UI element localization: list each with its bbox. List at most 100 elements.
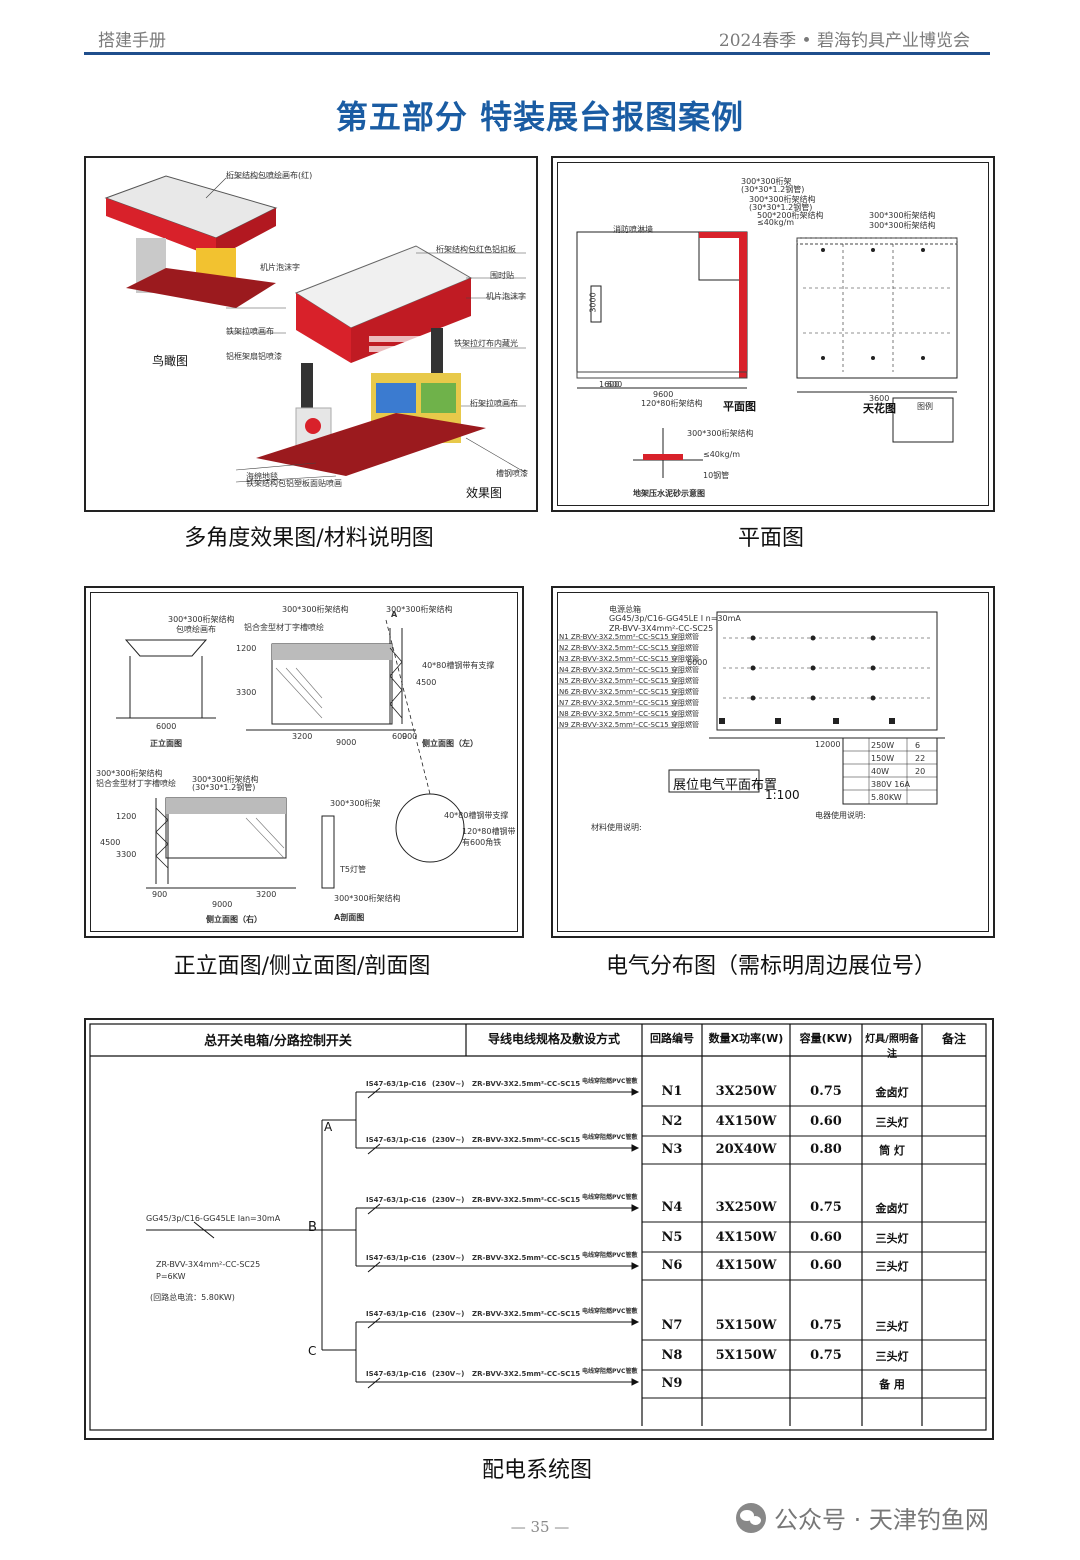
header-left: 搭建手册 (98, 31, 166, 51)
watermark-text: 公众号 · 天津钓鱼网 (774, 1506, 989, 1534)
elec-label: 材料使用说明: (591, 823, 642, 832)
elevation-sketch (116, 619, 465, 889)
branch-label: B (308, 1220, 317, 1235)
booth-render (104, 175, 527, 483)
arrow-mark (631, 1088, 640, 1096)
switch-mark (367, 1261, 381, 1273)
caption-plan: 平面图 (737, 526, 804, 551)
plan-label: 300*300桁架结构 (869, 211, 936, 220)
dist-cell-n: N6 (661, 1258, 683, 1273)
elev-label: 正立面图 (150, 739, 182, 748)
elec-label: N4 ZR-BVV-3X2.5mm²-CC-SC15 穿阻燃管 (559, 666, 699, 674)
elec-label: 380V 16A (871, 780, 910, 789)
dist-cell-kw: 0.75 (810, 1200, 842, 1215)
dist-cell-qty: 3X250W (715, 1084, 777, 1099)
elec-label: N3 ZR-BVV-3X2.5mm²-CC-SC15 穿阻燃管 (559, 655, 699, 663)
switch-mark (367, 1203, 381, 1215)
elec-label: GG45/3p/C16-GG45LE I n=30mA (609, 614, 741, 623)
distribution-diagram: 总开关电箱/分路控制开关 导线电线规格及敷设方式 回路编号 数量X功率(W) 容… (84, 1018, 994, 1440)
elev-label: 300*300桁架结构 (96, 769, 163, 778)
elev-label: 300*300桁架 (330, 799, 381, 808)
feeder-breaker: IS47-63/1p-C16 (366, 1196, 427, 1204)
dist-cell-qty: 5X150W (715, 1348, 777, 1363)
dist-header: 备注 (941, 1032, 966, 1046)
plan-label: 天花图 (863, 402, 896, 415)
elec-label: 1:100 (765, 788, 800, 802)
caption-distribution: 配电系统图 (481, 1458, 592, 1483)
elevation-drawing: 300*300桁架结构 300*300桁架结构 300*300桁架结构 包喷绘画… (84, 586, 524, 938)
feeder-voltage: (230V~) (432, 1196, 465, 1204)
plan-label: 地架压水泥砂示意图 (633, 489, 705, 498)
watermark: 公众号 · 天津钓鱼网 (736, 1500, 989, 1535)
elev-label: 900 (152, 890, 168, 899)
dist-cell-lamp: 三头灯 (875, 1260, 909, 1273)
elev-label: A剖面图 (334, 913, 365, 922)
dist-header: 回路编号 (650, 1032, 694, 1045)
plan-label: (30*30*1.2钢管) (749, 203, 813, 212)
arrow-mark (631, 1262, 640, 1270)
plan-label: 10钢管 (703, 471, 730, 480)
switch-mark (367, 1317, 381, 1329)
elev-label: 120*80槽钢带有600角铁 (462, 827, 516, 847)
elev-label: 3300 (116, 850, 137, 859)
dist-cell-kw: 0.75 (810, 1348, 842, 1363)
dist-cell-qty: 20X40W (715, 1142, 777, 1157)
arrow-mark (631, 1318, 640, 1326)
elec-label: 电源总箱 (609, 605, 641, 614)
feeder-conduit: 电线穿阻燃PVC管敷 (582, 1134, 638, 1141)
elev-label: T5灯管 (340, 865, 366, 874)
header-right: 2024春季 • 碧海钓具产业博览会 (718, 31, 970, 51)
elev-label: 1200 (236, 644, 257, 653)
elev-label: 1200 (116, 812, 137, 821)
plan-label: 300*300桁架 (741, 177, 792, 186)
header-divider (84, 52, 990, 55)
plan-label: 消防喷淋墙 (613, 225, 653, 234)
elev-label: 铝合金型材丁字槽喷绘 (96, 779, 176, 788)
effect-label: 效果图 (466, 486, 503, 500)
dist-cell-lamp: 三头灯 (875, 1232, 909, 1245)
effect-label: 槽钢喷漆 (496, 469, 528, 478)
plan-label: 图例 (917, 402, 933, 411)
elev-label: 300*300桁架结构 (192, 775, 259, 784)
dist-header: 总开关电箱/分路控制开关 (204, 1034, 352, 1049)
dist-cell-kw: 0.60 (810, 1114, 842, 1129)
dist-cell-lamp: 金卤灯 (875, 1086, 909, 1099)
elec-label: 6 (915, 741, 921, 750)
elec-label: 5.80KW (871, 793, 902, 802)
elev-label: 300*300桁架结构 (334, 894, 401, 903)
elec-label: N7 ZR-BVV-3X2.5mm²-CC-SC15 穿阻燃管 (559, 699, 699, 707)
caption-electrical: 电气分布图（需标明周边展位号） (605, 954, 936, 979)
effect-label: 桁架结构包喷绘画布(红) (226, 171, 313, 180)
caption-elevation: 正立面图/侧立面图/剖面图 (173, 954, 431, 979)
elec-label: 20 (915, 767, 926, 776)
elev-label: 40*80槽钢带支撑 (444, 811, 509, 820)
elec-label: N6 ZR-BVV-3X2.5mm²-CC-SC15 穿阻燃管 (559, 688, 699, 696)
distribution-svg (89, 1023, 987, 1431)
branch-label: C (308, 1344, 317, 1358)
elev-label: 9000 (336, 738, 357, 747)
dist-cell-lamp: 金卤灯 (875, 1202, 909, 1215)
elev-label: 3300 (236, 688, 257, 697)
plan-label: 600 (607, 380, 623, 389)
elev-label: 4500 (416, 678, 437, 687)
elec-label: 150W (871, 754, 895, 763)
feeder-conduit: 电线穿阻燃PVC管敷 (582, 1252, 638, 1259)
plan-label: ≤40kg/m (703, 450, 741, 459)
plan-label: 300*300桁架结构 (749, 195, 816, 204)
dist-cell-kw: 0.75 (810, 1084, 842, 1099)
elev-label: 侧立面图（右） (206, 915, 262, 924)
elev-label: 300*300桁架结构 (386, 605, 453, 614)
elec-label: 22 (915, 754, 926, 763)
elec-label: ZR-BVV-3X4mm²-CC-SC25 (609, 624, 714, 633)
elec-label: N9 ZR-BVV-3X2.5mm²-CC-SC15 穿阻燃管 (559, 721, 699, 729)
dist-cell-lamp: 三头灯 (875, 1320, 909, 1333)
elev-label: 包喷绘画布 (176, 625, 216, 634)
elev-label: 6000 (156, 722, 177, 731)
arrow-mark (631, 1204, 640, 1212)
electrical-drawing: 电源总箱 GG45/3p/C16-GG45LE I n=30mA ZR-BVV-… (551, 586, 995, 938)
elev-label: 40*80槽钢带有支撑 (422, 661, 495, 670)
plan-label: 300*300桁架结构 (869, 221, 936, 230)
elec-label: 12000 (815, 740, 841, 749)
dist-cell-kw: 0.75 (810, 1318, 842, 1333)
dist-cell-n: N2 (661, 1114, 683, 1129)
